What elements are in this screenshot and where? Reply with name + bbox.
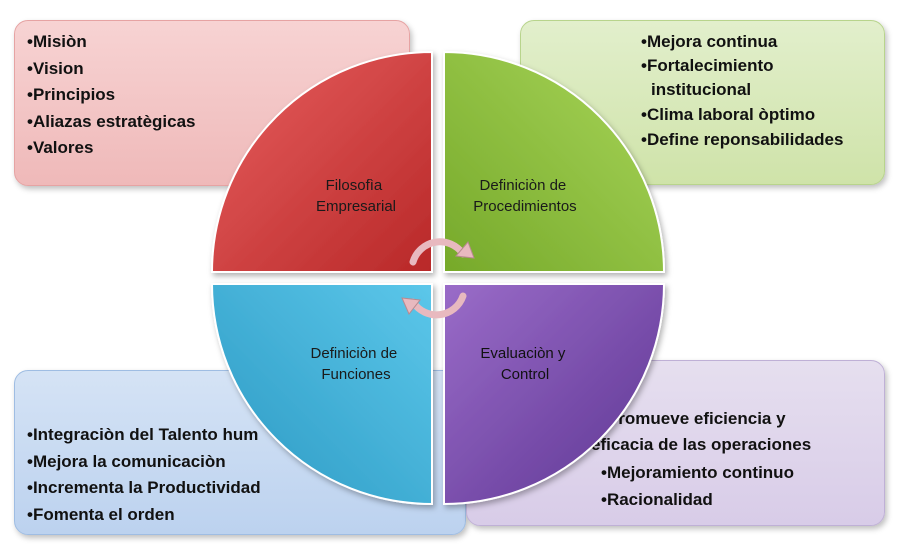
list-item: •Promueve eficiencia y [601,409,786,428]
list-item: institucional [651,80,752,99]
list-procedimientos: •Mejora continua •Fortalecimiento instit… [641,29,843,152]
list-item: •Incrementa la Productividad [27,478,261,497]
list-item: •Principios [27,85,116,104]
label-procedimientos: Definiciòn de Procedimientos [473,177,576,215]
list-item: •Vision [27,58,84,78]
list-item: •Mejora la comunicaciòn [27,451,226,471]
list-item: •Aliazas estratègicas [27,111,196,131]
list-item: •Integraciòn del Talento hum [27,425,259,444]
label-filosofia: Filosofìa Empresarial [316,177,396,215]
list-item: •Fortalecimiento [641,56,774,75]
label-evaluacion: Evaluaciòn y Control [480,345,569,383]
label-funciones: Definiciòn de Funciones [311,345,402,383]
list-funciones: •Integraciòn del Talento hum •Mejora la … [27,422,261,528]
cycle-arrows-icon [409,238,467,319]
quadrant-funciones [210,283,433,506]
list-item: •Mejoramiento continuo [601,462,794,482]
list-item: eficacia de las operaciones [591,435,812,454]
list-item: •Racionalidad [601,490,713,509]
list-item: •Clima laboral òptimo [641,105,816,124]
arrow-head-icon [401,297,421,315]
quadrant-filosofia [210,50,433,273]
quadrant-procedimientos [443,50,666,273]
list-item: •Misiòn [27,32,87,51]
list-filosofia: •Misiòn •Vision •Principios •Aliazas est… [27,29,196,162]
list-item: •Valores [27,138,94,157]
list-item: •Mejora continua [641,32,778,51]
list-evaluacion: •Promueve eficiencia y eficacia de las o… [591,407,811,514]
arrow-head-icon [455,241,475,259]
list-item: •Define reponsabilidades [641,130,844,149]
list-item: •Fomenta el orden [27,504,175,524]
quadrant-evaluacion [443,283,666,506]
